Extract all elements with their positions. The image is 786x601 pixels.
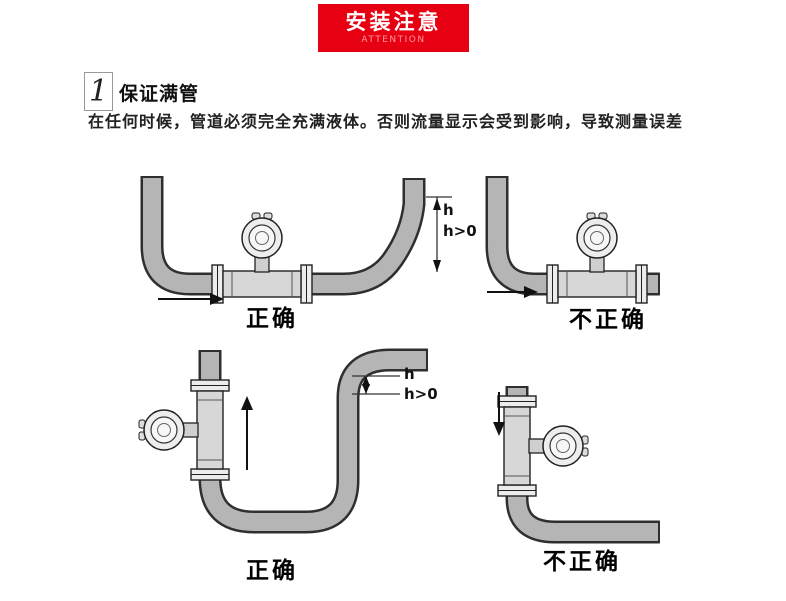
dim-label-h-gt0-bottom-left: h>0 xyxy=(404,385,438,403)
dim-label-h-gt0-top-left: h>0 xyxy=(443,222,477,240)
flowmeter-icon xyxy=(138,379,230,481)
flow-direction-arrow xyxy=(158,293,224,305)
label-correct-bottom-left: 正确 xyxy=(246,558,298,584)
label-incorrect-top-right: 不正确 xyxy=(569,307,647,333)
dimension-indicator xyxy=(426,196,452,272)
attention-banner: 安装注意 ATTENTION xyxy=(318,4,469,52)
dim-label-h-bottom-left: h xyxy=(404,365,415,383)
pipe-diagram-bottom-right xyxy=(493,386,660,543)
pipe-diagram-top-left xyxy=(141,176,452,305)
pipe-diagram-top-right xyxy=(486,176,660,304)
dim-label-h-top-left: h xyxy=(443,201,454,219)
flow-direction-arrow xyxy=(241,396,253,470)
flowmeter-icon xyxy=(211,212,313,304)
section-description: 在任何时候，管道必须完全充满液体。否则流量显示会受到影响，导致测量误差 xyxy=(88,112,684,131)
label-incorrect-bottom-right: 不正确 xyxy=(543,549,621,575)
section-title: 保证满管 xyxy=(119,83,200,105)
pipe-diagram-bottom-left xyxy=(138,349,428,522)
flow-direction-arrow xyxy=(487,286,538,298)
flowmeter-icon xyxy=(546,212,648,304)
flow-direction-arrow xyxy=(493,392,505,436)
section-number-box: 1 xyxy=(84,72,113,111)
dimension-indicator xyxy=(352,375,400,395)
banner-title: 安装注意 xyxy=(345,10,442,35)
flowmeter-icon xyxy=(497,395,589,497)
section-number: 1 xyxy=(88,73,109,109)
banner-subtitle: ATTENTION xyxy=(361,34,426,45)
label-correct-top-left: 正确 xyxy=(246,306,298,332)
